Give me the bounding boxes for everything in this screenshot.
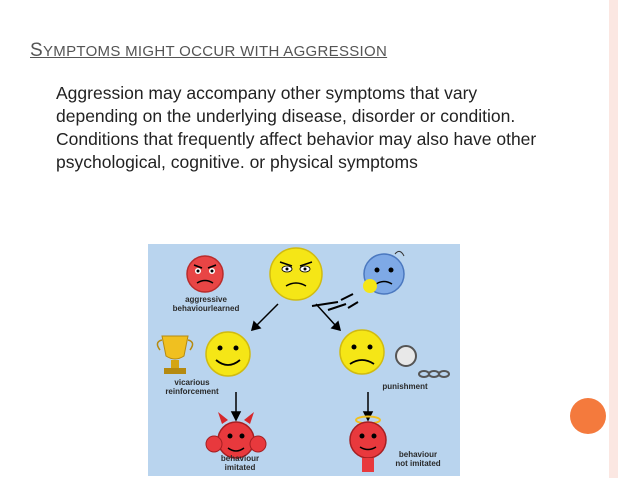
chain-shackle-icon <box>395 345 450 378</box>
trophy-icon <box>156 335 194 374</box>
title-rest: YMPTOMS MIGHT OCCUR WITH AGGRESSION <box>42 43 388 60</box>
label-imitated-line2: imitated <box>224 463 256 472</box>
devil-face-icon <box>205 412 267 459</box>
body-paragraph: Aggression may accompany other symptoms … <box>56 82 556 174</box>
right-border-bar <box>609 0 618 478</box>
label-vicarious-line1: vicarious <box>174 378 210 387</box>
title-first-letter: S <box>30 40 43 61</box>
diagram-graphics <box>156 247 450 472</box>
label-not-imitated: behaviour not imitated <box>380 450 456 468</box>
label-imitated: behaviour imitated <box>200 454 280 472</box>
label-aggressive: aggressive behaviourlearned <box>166 295 246 313</box>
label-punishment: punishment <box>382 382 428 391</box>
label-vicarious: vicarious reinforcement <box>152 378 232 396</box>
slide-title: SYMPTOMS MIGHT OCCUR WITH AGGRESSION <box>30 40 387 62</box>
label-not-imitated-line2: not imitated <box>395 459 441 468</box>
blue-crying-face-icon <box>363 250 405 295</box>
sad-yellow-face-icon <box>339 329 385 375</box>
label-aggressive-line1: aggressive <box>185 295 227 304</box>
label-not-imitated-line1: behaviour <box>398 450 438 459</box>
angel-face-icon <box>349 415 387 472</box>
label-vicarious-line2: reinforcement <box>165 387 219 396</box>
orange-accent-circle <box>570 398 606 434</box>
angry-red-face-icon <box>186 255 224 293</box>
aggression-diagram: aggressive behaviourlearned vicarious re… <box>148 244 460 476</box>
yellow-face-center-icon <box>269 247 323 301</box>
paragraph-text: Aggression may accompany other symptoms … <box>56 83 537 172</box>
happy-yellow-face-icon <box>205 331 251 377</box>
label-aggressive-line2: behaviourlearned <box>172 304 240 313</box>
label-imitated-line1: behaviour <box>220 454 260 463</box>
